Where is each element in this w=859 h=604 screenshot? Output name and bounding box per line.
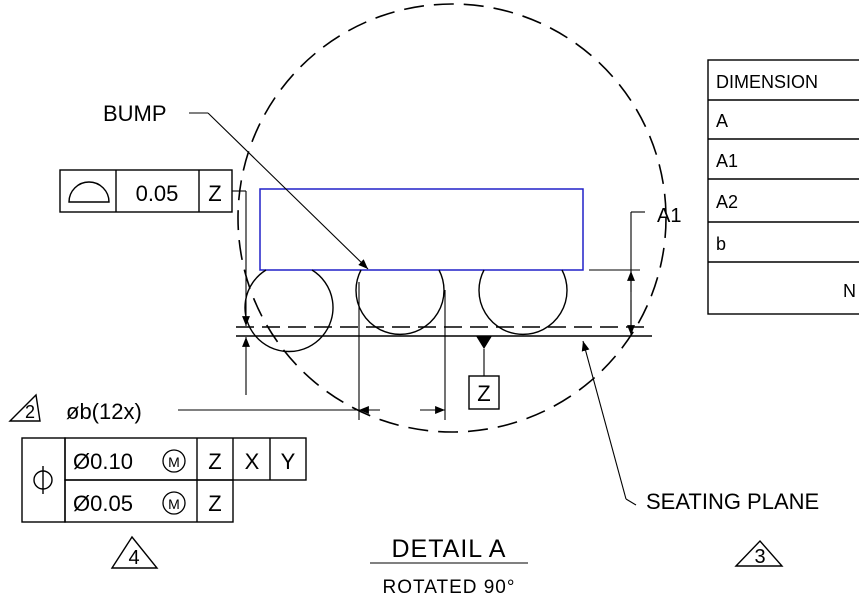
note-3-number: 3	[754, 546, 765, 568]
position-row2-modifier: M	[168, 496, 180, 512]
profile-of-surface-icon	[68, 181, 110, 203]
position-row2-tolerance: Ø0.05	[73, 491, 133, 516]
dim-a1-label: A1	[657, 205, 681, 227]
table-row-a2: A2	[716, 192, 738, 212]
note-4-number: 4	[128, 547, 139, 569]
detail-subtitle: ROTATED 90°	[383, 577, 516, 598]
position-row1-datum-3: Y	[281, 449, 296, 474]
table-header: DIMENSION	[716, 72, 818, 92]
profile-datum: Z	[208, 181, 221, 206]
note-3-triangle	[734, 539, 784, 567]
position-feature-control-frame: Ø0.10 M Z X Y Ø0.05 M Z	[21, 437, 307, 523]
dimension-table: DIMENSION A A1 A2 b N	[707, 59, 859, 315]
ball-diameter-label: øb(12x)	[66, 399, 142, 424]
table-row-b: b	[716, 234, 726, 254]
position-row1-tolerance: Ø0.10	[73, 449, 133, 474]
solder-ball-1	[244, 269, 334, 353]
bump-label: BUMP	[103, 101, 167, 126]
table-footer: N	[843, 281, 856, 301]
solder-ball-2	[355, 269, 445, 335]
datum-triangle	[476, 336, 492, 349]
note-2-triangle	[8, 393, 41, 422]
datum-z-label: Z	[477, 381, 490, 406]
detail-title: DETAIL A	[392, 535, 507, 563]
table-row-a1: A1	[716, 151, 738, 171]
note-2-number: 2	[25, 402, 35, 422]
profile-tolerance: 0.05	[136, 181, 179, 206]
solder-ball-3	[478, 269, 568, 335]
position-row1-datum-2: X	[245, 449, 260, 474]
seating-plane-label: SEATING PLANE	[646, 489, 819, 514]
detail-boundary-circle	[237, 3, 667, 433]
profile-feature-control-frame: 0.05 Z	[59, 169, 233, 213]
position-row1-modifier: M	[168, 454, 180, 470]
position-row1-datum-1: Z	[208, 449, 221, 474]
note-4-triangle	[110, 535, 159, 569]
datum-z-box	[468, 375, 500, 410]
package-substrate	[259, 188, 584, 271]
table-row-a: A	[716, 111, 728, 131]
position-row2-datum-1: Z	[208, 491, 221, 516]
position-icon	[33, 466, 53, 494]
